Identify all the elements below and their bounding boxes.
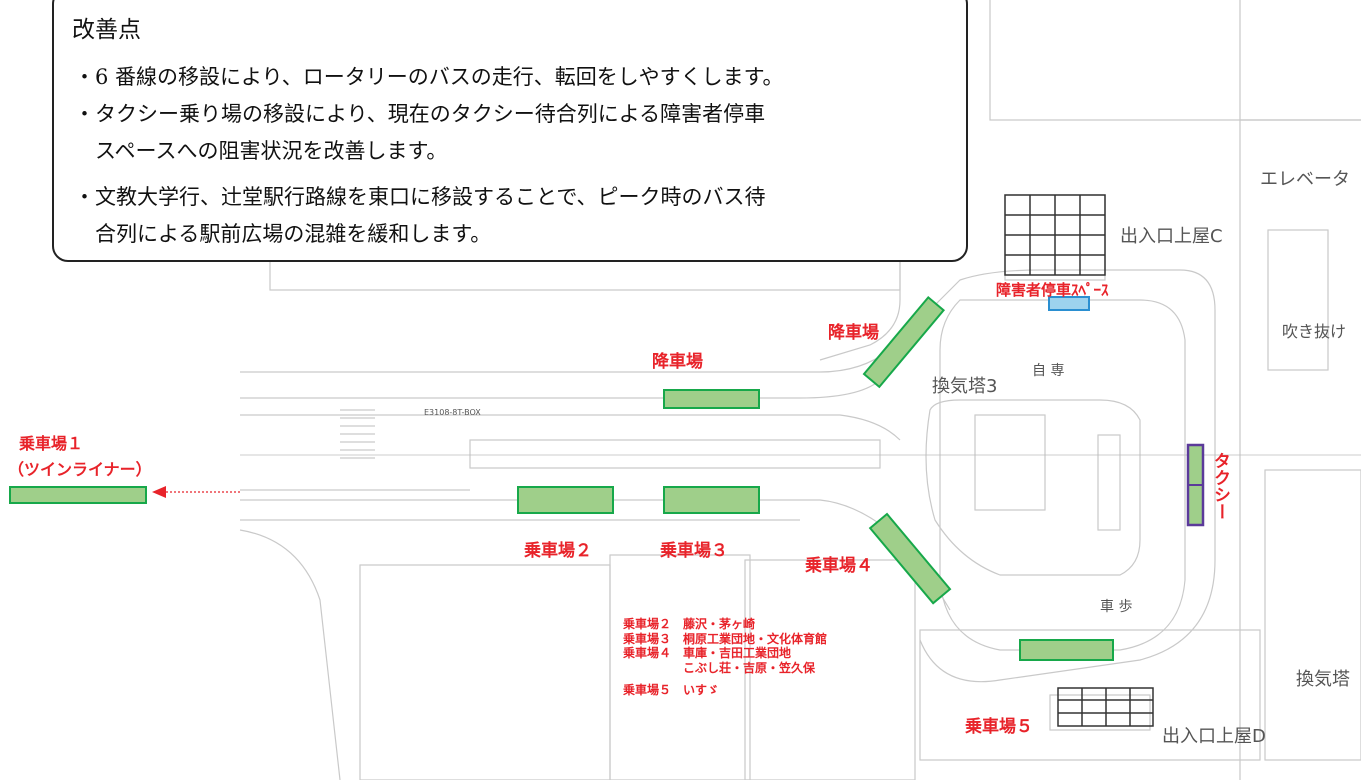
improvement-note-item: スペースへの阻害状況を改善します。 — [74, 139, 448, 163]
taxi-label: タクシー — [1210, 452, 1230, 520]
route-legend-row: 乗車場４ 車庫・吉田工業団地 — [623, 646, 792, 660]
disabled-parking-space — [1048, 296, 1090, 311]
boarding1-label: 乗車場１ — [19, 434, 84, 453]
improvement-notes-box — [52, 0, 968, 262]
void-label: 吹き抜け — [1282, 322, 1347, 341]
plan-code-label: E3108-8T-BOX — [424, 408, 481, 417]
improvement-note-item: 合列による駅前広場の混雑を緩和します。 — [74, 222, 492, 246]
alighting-bay-lower — [663, 389, 760, 409]
exit-shelter-c-grid — [1004, 194, 1106, 276]
exit-shelter-d-label: 出入口上屋D — [1162, 726, 1266, 747]
improvement-note-item: ・タクシー乗り場の移設により、現在のタクシー待合列による障害者停車 — [74, 102, 766, 126]
boarding2-label: 乗車場２ — [524, 541, 592, 561]
route-legend: 乗車場２ 藤沢・茅ヶ崎 乗車場３ 桐原工業団地・文化体育館 乗車場４ 車庫・吉田… — [623, 617, 827, 698]
improvement-notes-title: 改善点 — [72, 17, 141, 43]
boarding4-label: 乗車場４ — [805, 556, 873, 576]
disabled-space-label: 障害者停車ｽﾍﾟｰｽ — [996, 281, 1109, 299]
boarding5-label: 乗車場５ — [965, 717, 1033, 737]
alighting-upper-label: 降車場 — [828, 323, 879, 343]
ventilation-tower-label: 換気塔 — [1296, 669, 1350, 690]
boarding-bay-2 — [517, 486, 614, 514]
exit-shelter-d-grid — [1057, 687, 1154, 727]
boarding-bay-5 — [1019, 639, 1114, 661]
improvement-note-item: ・6 番線の移設により、ロータリーのバスの走行、転回をしやすくします。 — [74, 65, 784, 89]
boarding1-arrow — [152, 486, 240, 498]
route-legend-row: こぶし荘・吉原・笠久保 — [623, 660, 816, 675]
boarding3-label: 乗車場３ — [660, 541, 728, 561]
elevator-label: エレベータ — [1260, 169, 1350, 190]
alighting-bay-upper — [862, 295, 946, 389]
bus-stop-bays — [9, 295, 1205, 661]
alighting-lower-label: 降車場 — [652, 352, 703, 372]
road-marking-upper: 自 専 — [1032, 363, 1065, 379]
road-marking-lower: 車 歩 — [1100, 599, 1133, 615]
improvement-note-item: ・文教大学行、辻堂駅行路線を東口に移設することで、ピーク時のバス待 — [74, 185, 766, 209]
exit-shelter-c-label: 出入口上屋C — [1120, 226, 1223, 247]
boarding-bay-1 — [9, 486, 147, 504]
route-legend-row: 乗車場３ 桐原工業団地・文化体育館 — [623, 631, 828, 646]
boarding-bay-3 — [663, 486, 760, 514]
route-legend-row: 乗車場５ いすゞ — [623, 683, 720, 697]
route-legend-row: 乗車場２ 藤沢・茅ヶ崎 — [623, 617, 756, 631]
boarding-bay-4 — [868, 512, 952, 605]
ventilation-tower-3-label: 換気塔3 — [932, 376, 998, 397]
boarding1-sublabel: （ツインライナー） — [8, 460, 152, 479]
